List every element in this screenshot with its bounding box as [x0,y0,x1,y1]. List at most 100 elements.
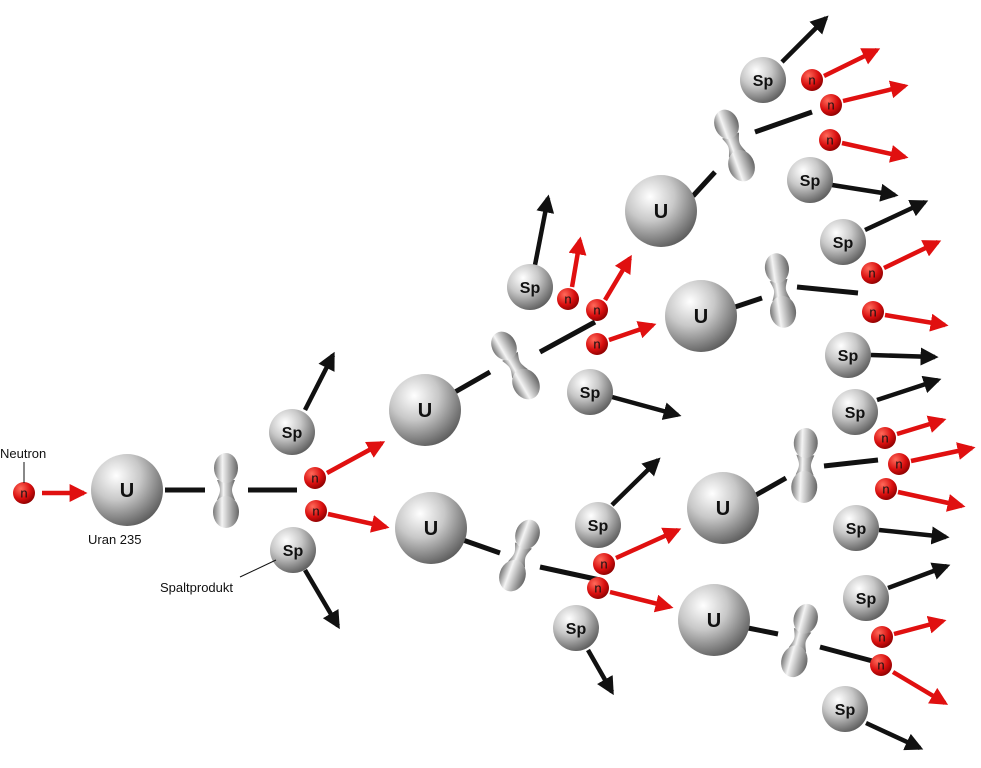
neutron: n [875,478,897,500]
uranium-nucleus: U [678,584,750,656]
neutron-sphere [586,333,608,355]
neutron-arrow [327,511,390,533]
fission-product: Sp [575,502,621,548]
fission-product: Sp [567,369,613,415]
lobe [714,109,739,140]
lobe [213,496,239,528]
neutron-sphere [862,301,884,323]
splitting-nucleus-icon [791,428,818,503]
neutron-symbol: n [600,557,607,572]
fission-product-arrow [303,568,340,630]
neutron-sphere [888,453,910,475]
fission-product-sphere [833,505,879,551]
bond-line [819,644,881,666]
neutron-sphere [870,654,892,676]
neutron: n [305,500,327,522]
neutron-symbol: n [312,504,319,519]
neutron-symbol: n [20,486,27,501]
fission-product-sphere [507,264,553,310]
fission-product-sphere [270,527,316,573]
uranium-symbol: U [707,610,721,632]
fission-product-arrow [302,351,336,412]
lobe [214,453,238,483]
bond-line [538,319,597,355]
lobe [491,331,517,361]
neutron: n [801,69,823,91]
neutron: n [557,288,579,310]
neutron: n [870,654,892,676]
neutron-sphere [304,467,326,489]
neutron: n [13,482,35,504]
bond-line [453,369,492,395]
neutron-arrow [842,80,909,104]
splitting-nucleus-icon [764,253,797,328]
fission-product-arrow [586,648,614,696]
neutron-sphere [875,478,897,500]
uranium-symbol: U [424,518,438,540]
fission-product-sphere [843,575,889,621]
neutron-sphere [593,553,615,575]
uranium-sphere [91,454,163,526]
fission-product-symbol: Sp [835,702,856,719]
neutron-symbol: n [564,292,571,307]
neutron-arrow [893,615,947,637]
fission-product-arrow [870,347,939,366]
uranium-nucleus: U [687,472,759,544]
neutron-symbol: n [593,303,600,318]
fission-product-symbol: Sp [520,280,541,297]
uranium-nucleus: U [395,492,467,564]
splitting-nucleus-icon [781,603,818,678]
fission-product-arrow [876,375,942,403]
lobe [769,295,797,328]
lobe [793,428,818,459]
fission-product-sphere [787,157,833,203]
splitting-nucleus-icon [491,331,540,400]
fission-product-symbol: Sp [753,73,774,90]
neutron-sphere [801,69,823,91]
neutron-symbol: n [877,658,884,673]
bond-line [539,564,601,583]
fission-product-sphere [832,389,878,435]
fission-product: Sp [269,409,315,455]
neck [769,278,791,302]
neutron-symbol: n [827,98,834,113]
fission-product-symbol: Sp [283,543,304,560]
connector-lines [165,109,881,666]
uranium-symbol: U [418,400,432,422]
lobe [781,645,808,678]
lobe [512,368,540,400]
neutron: n [586,299,608,321]
splitting-nucleus-icon [213,453,239,528]
neutron-symbol: n [869,305,876,320]
fission-product: Sp [787,157,833,203]
neutron: n [874,427,896,449]
fission-product-arrow [831,182,899,202]
fission-product-symbol: Sp [856,591,877,608]
neutron-sphere [871,626,893,648]
bond-line [734,295,763,310]
fission-product-sphere [822,686,868,732]
fission-product-symbol: Sp [588,518,609,535]
bond-line [747,625,779,637]
fission-product-sphere [269,409,315,455]
fission-product-arrow [887,562,951,591]
neutron-symbol: n [311,471,318,486]
fission-product-sphere [825,332,871,378]
fission-product-sphere [740,57,786,103]
neutron-arrow [603,254,632,302]
uranium-nucleus: U [91,454,163,526]
fission-product-symbol: Sp [845,405,866,422]
uranium-sphere [389,374,461,446]
uranium-label: Uran 235 [88,532,141,547]
neutron-symbol: n [808,73,815,88]
neutron-symbol: n [882,482,889,497]
neutron-sphere [13,482,35,504]
fission-product-symbol: Sp [282,425,303,442]
neutron-symbol: n [826,133,833,148]
neutron-sphere [587,577,609,599]
fission-product: Sp [270,527,316,573]
lobe [728,149,755,182]
fission-product-symbol: Sp [833,235,854,252]
neutron-arrow [896,415,947,437]
